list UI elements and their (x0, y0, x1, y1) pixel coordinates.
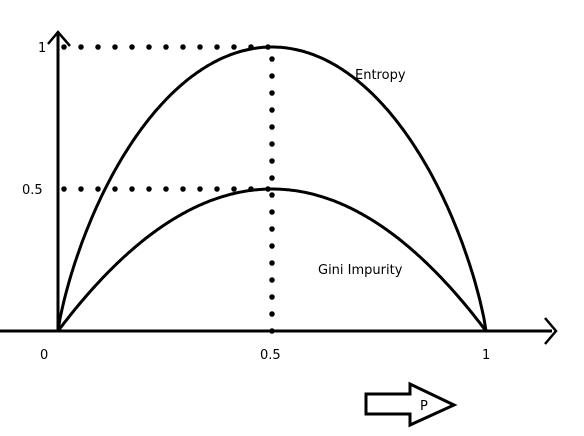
tick-labels: 0 0.5 1 0.5 1 (22, 41, 490, 363)
axes (0, 30, 558, 345)
series-line-gini-impurity (56, 187, 488, 332)
x-axis-arrowhead (544, 317, 558, 345)
series-label-entropy: Entropy (355, 68, 406, 83)
reference-lines (61, 44, 275, 334)
p-arrow: P (364, 381, 458, 428)
x-tick-label-2: 1 (482, 348, 490, 363)
curves (56, 45, 488, 332)
x-tick-label-0: 0 (40, 348, 48, 363)
p-arrow-label: P (420, 399, 428, 414)
series-line-entropy (56, 45, 488, 332)
x-tick-label-1: 0.5 (260, 348, 281, 363)
y-tick-label-0: 0.5 (22, 183, 43, 198)
series-label-gini-impurity: Gini Impurity (318, 263, 403, 278)
y-axis-arrowhead (47, 30, 71, 47)
p-arrow-icon (364, 381, 458, 428)
y-tick-label-1: 1 (38, 41, 46, 56)
